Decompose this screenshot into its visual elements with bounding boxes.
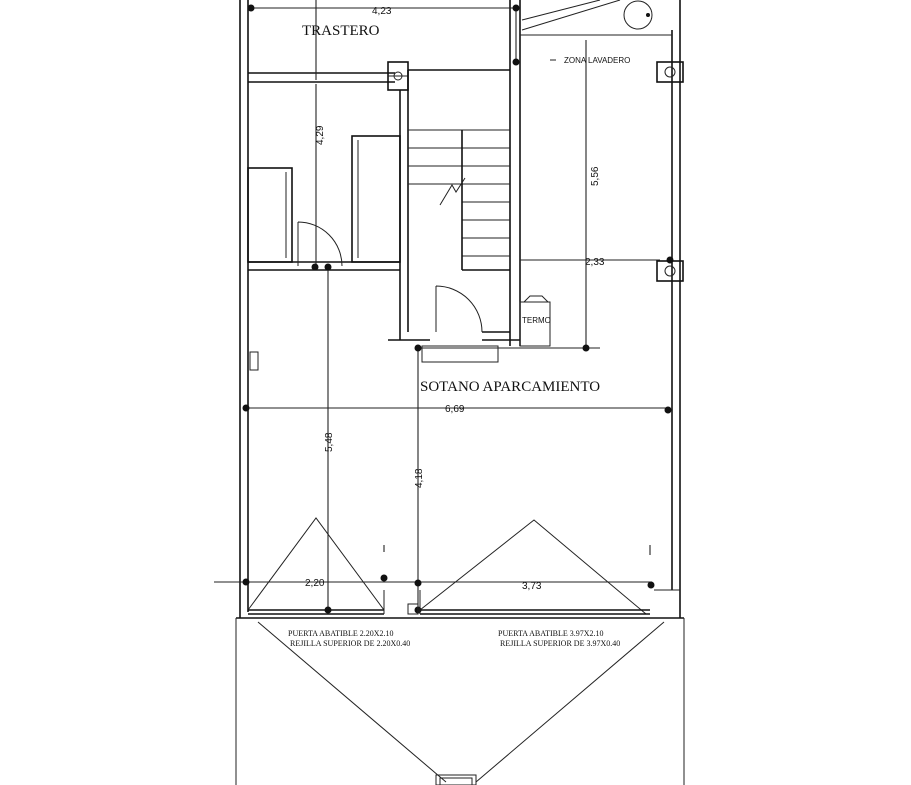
room-label-trastero: TRASTERO: [302, 23, 380, 39]
dimension-right-mid: 2,33: [585, 257, 605, 268]
dimension-lines: [214, 0, 674, 614]
dimension-left-upper: 4,29: [315, 125, 326, 145]
room-label-termo: TERMO: [522, 316, 551, 325]
dimension-door-right-width: 3,73: [522, 581, 542, 592]
columns: [656, 61, 684, 282]
left-closets: [247, 135, 401, 371]
stair-core: [387, 61, 520, 363]
ramp-area: [235, 617, 685, 785]
dimension-left-lower: 5,48: [324, 432, 335, 452]
note-door-right-line1: PUERTA ABATIBLE 3.97X2.10: [498, 629, 604, 638]
room-label-sotano: SOTANO APARCAMIENTO: [420, 379, 600, 395]
dimension-center-lower: 4,18: [414, 468, 425, 488]
room-label-zona-lavadero: ZONA LAVADERO: [564, 56, 630, 65]
note-door-left-line1: PUERTA ABATIBLE 2.20X2.10: [288, 629, 394, 638]
note-door-right-line2: REJILLA SUPERIOR DE 3.97X0.40: [500, 639, 620, 648]
dimension-door-left-width: 2,20: [305, 578, 325, 589]
water-heater: [519, 295, 551, 347]
dimension-horizontal-main: 6,69: [445, 404, 465, 415]
garage-doors: [247, 517, 650, 615]
outer-walls: [239, 0, 681, 619]
dimension-right-upper: 5,56: [590, 166, 601, 186]
trastero-room: [248, 0, 672, 346]
dimension-top-width: 4,23: [372, 6, 392, 17]
note-door-left-line2: REJILLA SUPERIOR DE 2.20X0.40: [290, 639, 410, 648]
